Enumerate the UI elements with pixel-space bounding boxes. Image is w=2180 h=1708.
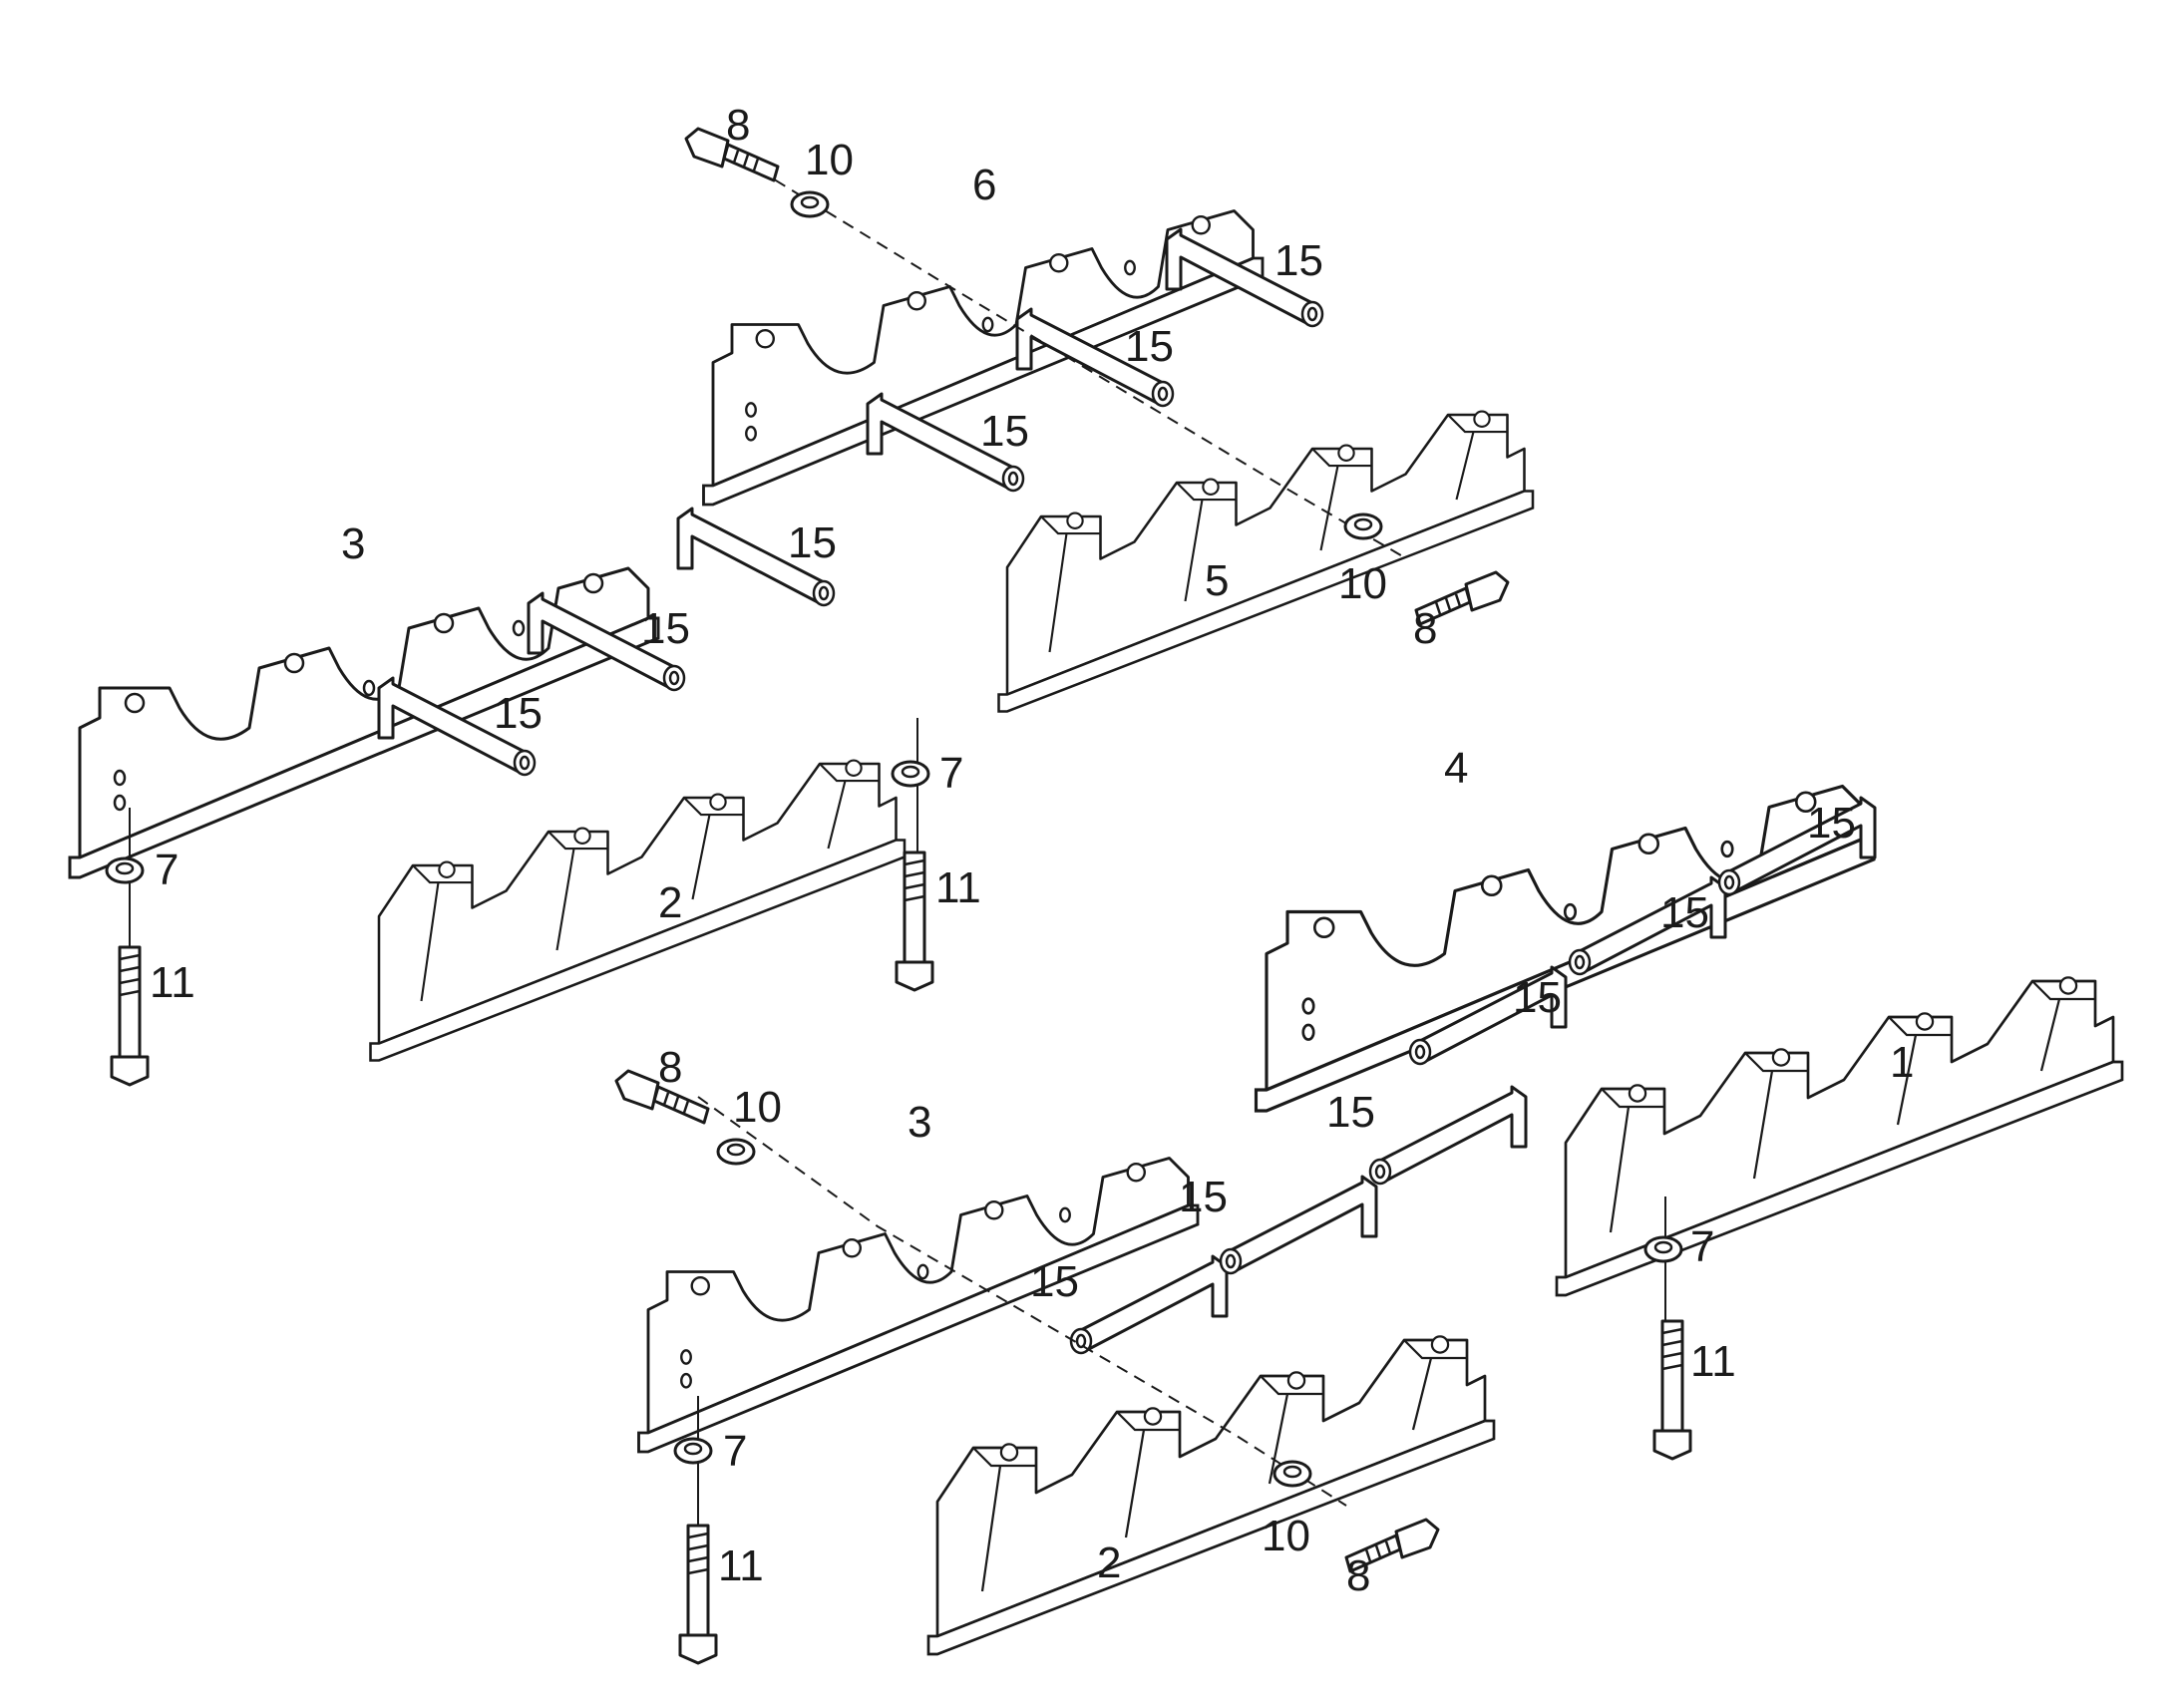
callout-15: 15 bbox=[1179, 1173, 1228, 1221]
callout-15: 15 bbox=[1513, 973, 1562, 1022]
callout-2: 2 bbox=[1097, 1538, 1121, 1587]
callout-11: 11 bbox=[150, 958, 195, 1007]
rail-2-upper bbox=[369, 759, 907, 1062]
rail-2-lower bbox=[926, 1335, 1496, 1656]
tube-15-l bbox=[1368, 1085, 1528, 1186]
callout-3: 3 bbox=[341, 519, 365, 568]
washer-7-b bbox=[891, 760, 930, 788]
callout-15: 15 bbox=[1660, 888, 1709, 937]
callout-1: 1 bbox=[1890, 1038, 1914, 1087]
callout-15: 15 bbox=[1326, 1088, 1375, 1137]
callout-5: 5 bbox=[1205, 556, 1229, 605]
callout-15: 15 bbox=[1807, 799, 1856, 848]
washer-10-a bbox=[790, 190, 830, 218]
callout-4: 4 bbox=[1444, 744, 1468, 793]
callout-15: 15 bbox=[1125, 322, 1174, 371]
bolt-11-c bbox=[678, 1524, 718, 1665]
callout-11: 11 bbox=[718, 1541, 764, 1590]
callout-6: 6 bbox=[972, 161, 996, 209]
callout-2: 2 bbox=[658, 878, 682, 927]
washer-10-c bbox=[716, 1138, 756, 1166]
callout-11: 11 bbox=[1690, 1337, 1736, 1386]
callout-15: 15 bbox=[1030, 1257, 1079, 1306]
callout-15: 15 bbox=[788, 518, 837, 567]
washer-7-c bbox=[673, 1437, 713, 1465]
rail-1-lower bbox=[1555, 976, 2124, 1297]
callout-15: 15 bbox=[494, 689, 543, 738]
callout-15: 15 bbox=[980, 407, 1029, 456]
callout-10: 10 bbox=[1338, 559, 1387, 608]
tube-15-k bbox=[1219, 1175, 1378, 1275]
callout-8: 8 bbox=[1413, 604, 1437, 653]
callouts: 8 10 6 15 15 15 3 15 15 15 5 10 8 7 11 2… bbox=[150, 101, 1914, 1600]
rail-5-upper bbox=[997, 410, 1535, 713]
callout-15: 15 bbox=[641, 604, 690, 653]
washer-7-d bbox=[1643, 1235, 1683, 1263]
callout-7: 7 bbox=[723, 1427, 747, 1476]
callout-15: 15 bbox=[1274, 236, 1323, 285]
callout-7: 7 bbox=[939, 749, 963, 798]
bolt-11-d bbox=[1652, 1319, 1692, 1461]
bolt-11-a bbox=[110, 945, 150, 1087]
washer-7-a bbox=[105, 856, 145, 884]
callout-3: 3 bbox=[908, 1098, 931, 1147]
bolt-11-b bbox=[895, 851, 934, 992]
washer-10-b bbox=[1343, 512, 1383, 540]
washer-10-d bbox=[1272, 1460, 1312, 1488]
callout-11: 11 bbox=[935, 863, 981, 912]
tube-15-j bbox=[1069, 1254, 1229, 1355]
callout-7: 7 bbox=[1690, 1222, 1714, 1271]
callout-8: 8 bbox=[1346, 1551, 1370, 1600]
callout-10: 10 bbox=[805, 136, 854, 184]
callout-8: 8 bbox=[726, 101, 750, 150]
callout-10: 10 bbox=[1262, 1512, 1310, 1560]
callout-7: 7 bbox=[155, 846, 179, 894]
callout-10: 10 bbox=[733, 1083, 782, 1132]
rail-3-lower bbox=[637, 1157, 1200, 1454]
callout-8: 8 bbox=[658, 1043, 682, 1092]
